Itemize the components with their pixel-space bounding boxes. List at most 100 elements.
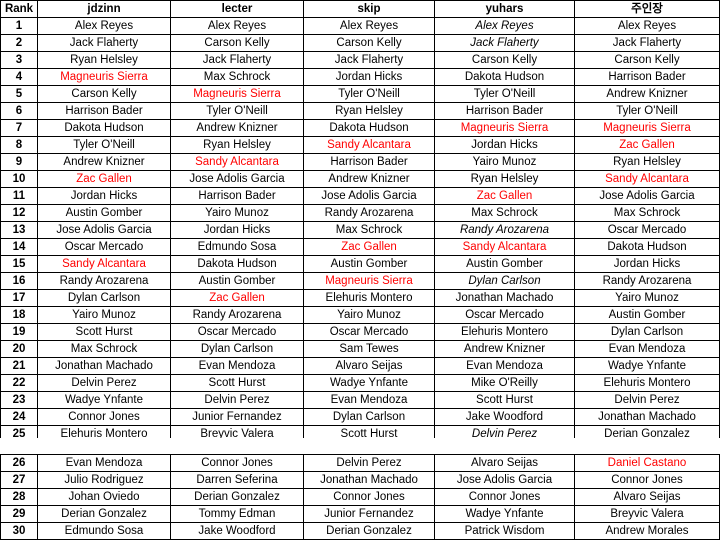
player-cell: Jose Adolis Garcia (434, 471, 575, 489)
rank-cell: 21 (0, 357, 38, 375)
player-cell: Magneuris Sierra (37, 68, 171, 86)
player-cell: Austin Gomber (37, 204, 171, 222)
player-cell: Alex Reyes (170, 17, 304, 35)
rank-cell: 20 (0, 340, 38, 358)
player-cell: Connor Jones (37, 408, 171, 426)
player-cell: Andrew Knizner (574, 85, 720, 103)
player-cell: Sam Tewes (303, 340, 435, 358)
header-owner: 주인장 (574, 0, 720, 18)
rank-cell: 18 (0, 306, 38, 324)
player-cell: Scott Hurst (434, 391, 575, 409)
rank-cell: 6 (0, 102, 38, 120)
player-cell: Evan Mendoza (170, 357, 304, 375)
player-cell: Carson Kelly (434, 51, 575, 69)
player-cell: Dylan Carlson (37, 289, 171, 307)
player-cell: Alex Reyes (303, 17, 435, 35)
player-cell: Jack Flaherty (303, 51, 435, 69)
player-cell: Oscar Mercado (303, 323, 435, 341)
player-cell: Harrison Bader (37, 102, 171, 120)
player-cell: Alvaro Seijas (574, 488, 720, 506)
player-cell: Darren Seferina (170, 471, 304, 489)
player-cell: Dakota Hudson (574, 238, 720, 256)
player-cell: Max Schrock (37, 340, 171, 358)
player-cell: Derian Gonzalez (170, 488, 304, 506)
player-cell: Tyler O'Neill (434, 85, 575, 103)
rank-cell: 2 (0, 34, 38, 52)
player-cell: Max Schrock (170, 68, 304, 86)
rank-cell: 23 (0, 391, 38, 409)
rank-cell: 12 (0, 204, 38, 222)
player-cell: Randy Arozarena (303, 204, 435, 222)
player-cell: Dylan Carlson (434, 272, 575, 290)
player-cell: Dylan Carlson (574, 323, 720, 341)
rank-cell: 1 (0, 17, 38, 35)
player-cell: Magneuris Sierra (434, 119, 575, 137)
player-cell: Yairo Munoz (37, 306, 171, 324)
player-cell: Max Schrock (574, 204, 720, 222)
rank-cell: 24 (0, 408, 38, 426)
player-cell: Zac Gallen (170, 289, 304, 307)
player-cell: Delvin Perez (574, 391, 720, 409)
player-cell: Jordan Hicks (303, 68, 435, 86)
rank-cell: 7 (0, 119, 38, 137)
player-cell: Connor Jones (434, 488, 575, 506)
rank-cell: 17 (0, 289, 38, 307)
player-cell: Alex Reyes (37, 17, 171, 35)
rank-cell: 3 (0, 51, 38, 69)
player-cell: Sandy Alcantara (170, 153, 304, 171)
player-cell: Harrison Bader (170, 187, 304, 205)
rank-cell: 27 (0, 471, 38, 489)
player-cell: Dakota Hudson (434, 68, 575, 86)
player-cell: Carson Kelly (170, 34, 304, 52)
player-cell: Zac Gallen (37, 170, 171, 188)
header-skip: skip (303, 0, 435, 18)
rank-cell: 29 (0, 505, 38, 523)
player-cell: Jose Adolis Garcia (303, 187, 435, 205)
player-cell: Andrew Knizner (170, 119, 304, 137)
player-cell: Jonathan Machado (574, 408, 720, 426)
player-cell: Austin Gomber (170, 272, 304, 290)
player-cell: Sandy Alcantara (574, 170, 720, 188)
player-cell: Tyler O'Neill (303, 85, 435, 103)
player-cell: Wadye Ynfante (434, 505, 575, 523)
player-cell: Dakota Hudson (303, 119, 435, 137)
player-cell: Edmundo Sosa (37, 522, 171, 540)
player-cell: Harrison Bader (303, 153, 435, 171)
player-cell: Yairo Munoz (303, 306, 435, 324)
player-cell: Yairo Munoz (434, 153, 575, 171)
player-cell: Scott Hurst (170, 374, 304, 392)
player-cell: Sandy Alcantara (303, 136, 435, 154)
player-cell: Zac Gallen (303, 238, 435, 256)
player-cell: Alex Reyes (434, 17, 575, 35)
player-cell: Jordan Hicks (434, 136, 575, 154)
header-row: Rank jdzinn lecter skip yuhars 주인장 (0, 0, 720, 18)
player-cell: Derian Gonzalez (37, 505, 171, 523)
player-cell: Connor Jones (170, 454, 304, 472)
player-cell: Ryan Helsley (434, 170, 575, 188)
player-cell: Tyler O'Neill (574, 102, 720, 120)
player-cell: Andrew Knizner (303, 170, 435, 188)
player-cell: Sandy Alcantara (434, 238, 575, 256)
player-cell: Julio Rodriguez (37, 471, 171, 489)
table-gap (0, 438, 720, 454)
player-cell: Randy Arozarena (434, 221, 575, 239)
player-cell: Jake Woodford (434, 408, 575, 426)
rank-cell: 8 (0, 136, 38, 154)
rank-cell: 30 (0, 522, 38, 540)
